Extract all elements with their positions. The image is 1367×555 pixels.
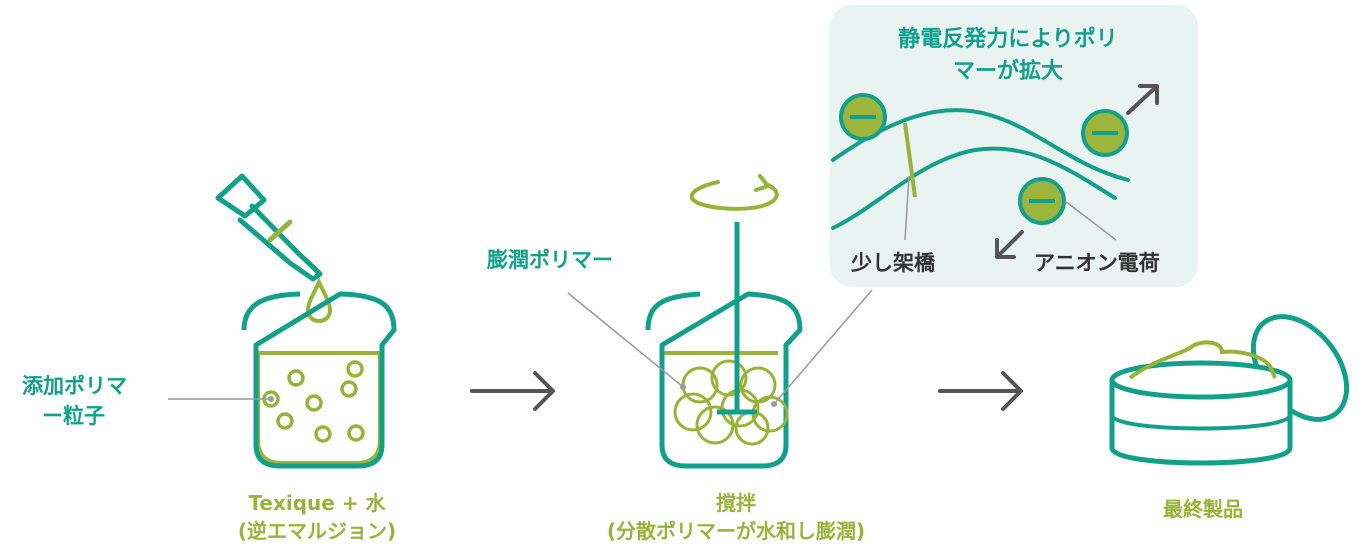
caption-step2: 撹拌 (分散ポリマーが水和し膨潤)	[574, 489, 898, 545]
leader-inset	[904, 175, 1117, 241]
leader-step1	[168, 396, 274, 402]
beaker-icon	[645, 222, 803, 469]
caption-step1-line1: Texique + 水	[248, 491, 386, 515]
arrow-right-icon	[938, 371, 1023, 411]
inset-title-line2: マーが拡大	[952, 59, 1063, 84]
arrow-right-icon	[470, 371, 555, 411]
dropper-icon	[215, 173, 323, 282]
stir-rotation-icon	[689, 174, 779, 211]
cream-jar-icon	[1109, 314, 1350, 466]
inset-title: 静電反発力によりポリ マーが拡大	[853, 24, 1163, 88]
callout-additive-polymer-line1: 添加ポリマ	[22, 374, 127, 398]
caption-step1-line2: (逆エマルジョン)	[237, 519, 397, 543]
expand-arrow-icon	[1126, 84, 1159, 115]
anion-charge-icon	[1081, 109, 1129, 157]
leader-step2-left	[567, 292, 686, 390]
anion-charge-icon	[1018, 177, 1066, 225]
inset-title-line1: 静電反発力によりポリ	[898, 27, 1118, 52]
beaker-icon	[241, 291, 397, 469]
crosslink-bar	[903, 122, 917, 198]
anion-charge-icon	[839, 93, 887, 141]
caption-step3: 最終製品	[1163, 497, 1243, 521]
caption-step2-line1: 撹拌	[716, 491, 756, 515]
callout-additive-polymer: 添加ポリマ ー粒子	[22, 371, 127, 431]
caption-step2-line2: (分散ポリマーが水和し膨潤)	[606, 519, 866, 543]
callout-additive-polymer-line2: ー粒子	[42, 404, 105, 428]
leader-step2-inset	[771, 289, 873, 407]
label-crosslink: 少し架橋	[851, 251, 935, 275]
caption-step1: Texique + 水 (逆エマルジョン)	[212, 489, 422, 545]
expand-arrow-icon	[995, 230, 1024, 259]
label-anion-charge: アニオン電荷	[1034, 251, 1160, 275]
callout-swollen-polymer: 膨潤ポリマー	[487, 248, 613, 272]
